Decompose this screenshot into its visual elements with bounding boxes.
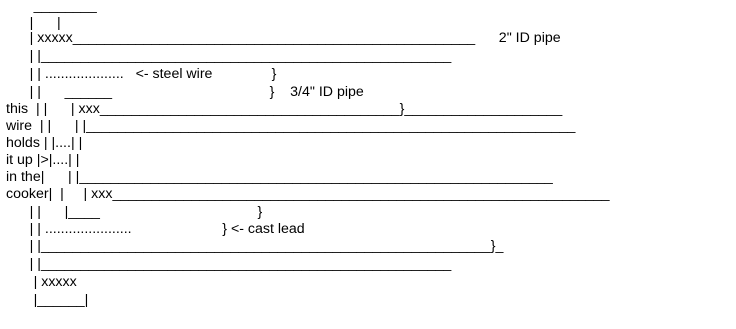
diagram-line: ________ [6, 0, 97, 14]
diagram-line: | xxxxx [6, 274, 77, 290]
diagram-line: | |_____________________________________… [6, 238, 504, 254]
diagram-line: | | [6, 15, 61, 31]
diagram-line: | |_____________________________________… [6, 256, 452, 272]
diagram-line: | xxxxx_________________________________… [6, 30, 561, 46]
diagram-line: holds | |....| | [6, 135, 83, 151]
diagram-line: | | ...................... } <- cast lea… [6, 221, 305, 237]
diagram-line: |______| [6, 292, 89, 308]
diagram-line: | |_____________________________________… [6, 48, 452, 64]
diagram-line: it up |>|....| | [6, 152, 80, 168]
diagram-line: wire | | | |____________________________… [6, 118, 576, 134]
diagram-line: | | .................... <- steel wire } [6, 66, 277, 82]
diagram-line: in the| | |_____________________________… [6, 169, 553, 185]
diagram-line: cooker| | | xxx_________________________… [6, 186, 610, 202]
diagram-line: | | |____ } [6, 204, 263, 220]
diagram-line: | | ______ } 3/4" ID pipe [6, 84, 364, 100]
diagram-line: this | | | xxx__________________________… [6, 101, 563, 117]
